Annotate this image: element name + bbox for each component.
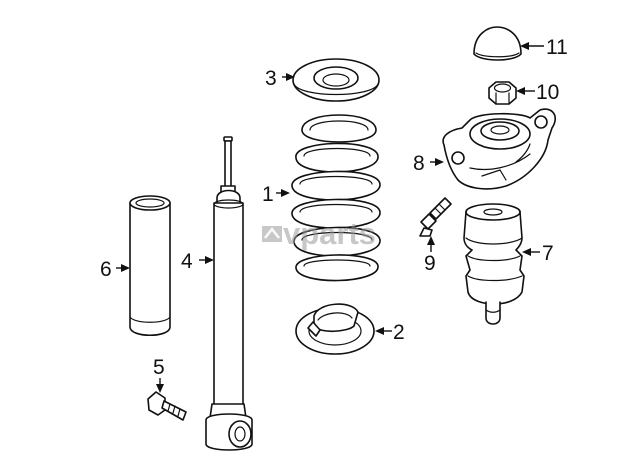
nut-part-10[interactable] [488, 81, 517, 105]
watermark-icon [262, 226, 282, 242]
bump-stop-part-7[interactable] [463, 203, 525, 325]
callout-8[interactable]: 8 [413, 152, 425, 175]
callout-10[interactable]: 10 [536, 81, 559, 104]
watermark-logo: vparts [262, 216, 376, 251]
coil-spring-part-1[interactable] [291, 114, 381, 282]
callout-9[interactable]: 9 [424, 252, 436, 275]
upper-spring-seat-part-3[interactable] [292, 58, 380, 102]
callout-6[interactable]: 6 [100, 258, 112, 281]
callout-7[interactable]: 7 [542, 242, 554, 265]
protective-boot-part-6[interactable] [129, 195, 171, 337]
callout-4[interactable]: 4 [181, 250, 193, 273]
bolt-part-5[interactable] [147, 391, 187, 421]
shock-absorber-part-4[interactable] [205, 136, 253, 451]
callout-1[interactable]: 1 [262, 183, 274, 206]
dust-cap-part-11[interactable] [473, 26, 522, 61]
callout-5[interactable]: 5 [153, 356, 165, 379]
watermark-text: vparts [283, 216, 376, 251]
callout-2[interactable]: 2 [393, 321, 405, 344]
callout-11[interactable]: 11 [546, 36, 568, 59]
callout-3[interactable]: 3 [265, 67, 277, 90]
lower-spring-seat-part-2[interactable] [295, 303, 375, 355]
bolt-part-9[interactable] [419, 197, 452, 237]
strut-mount-part-8[interactable] [442, 108, 556, 190]
